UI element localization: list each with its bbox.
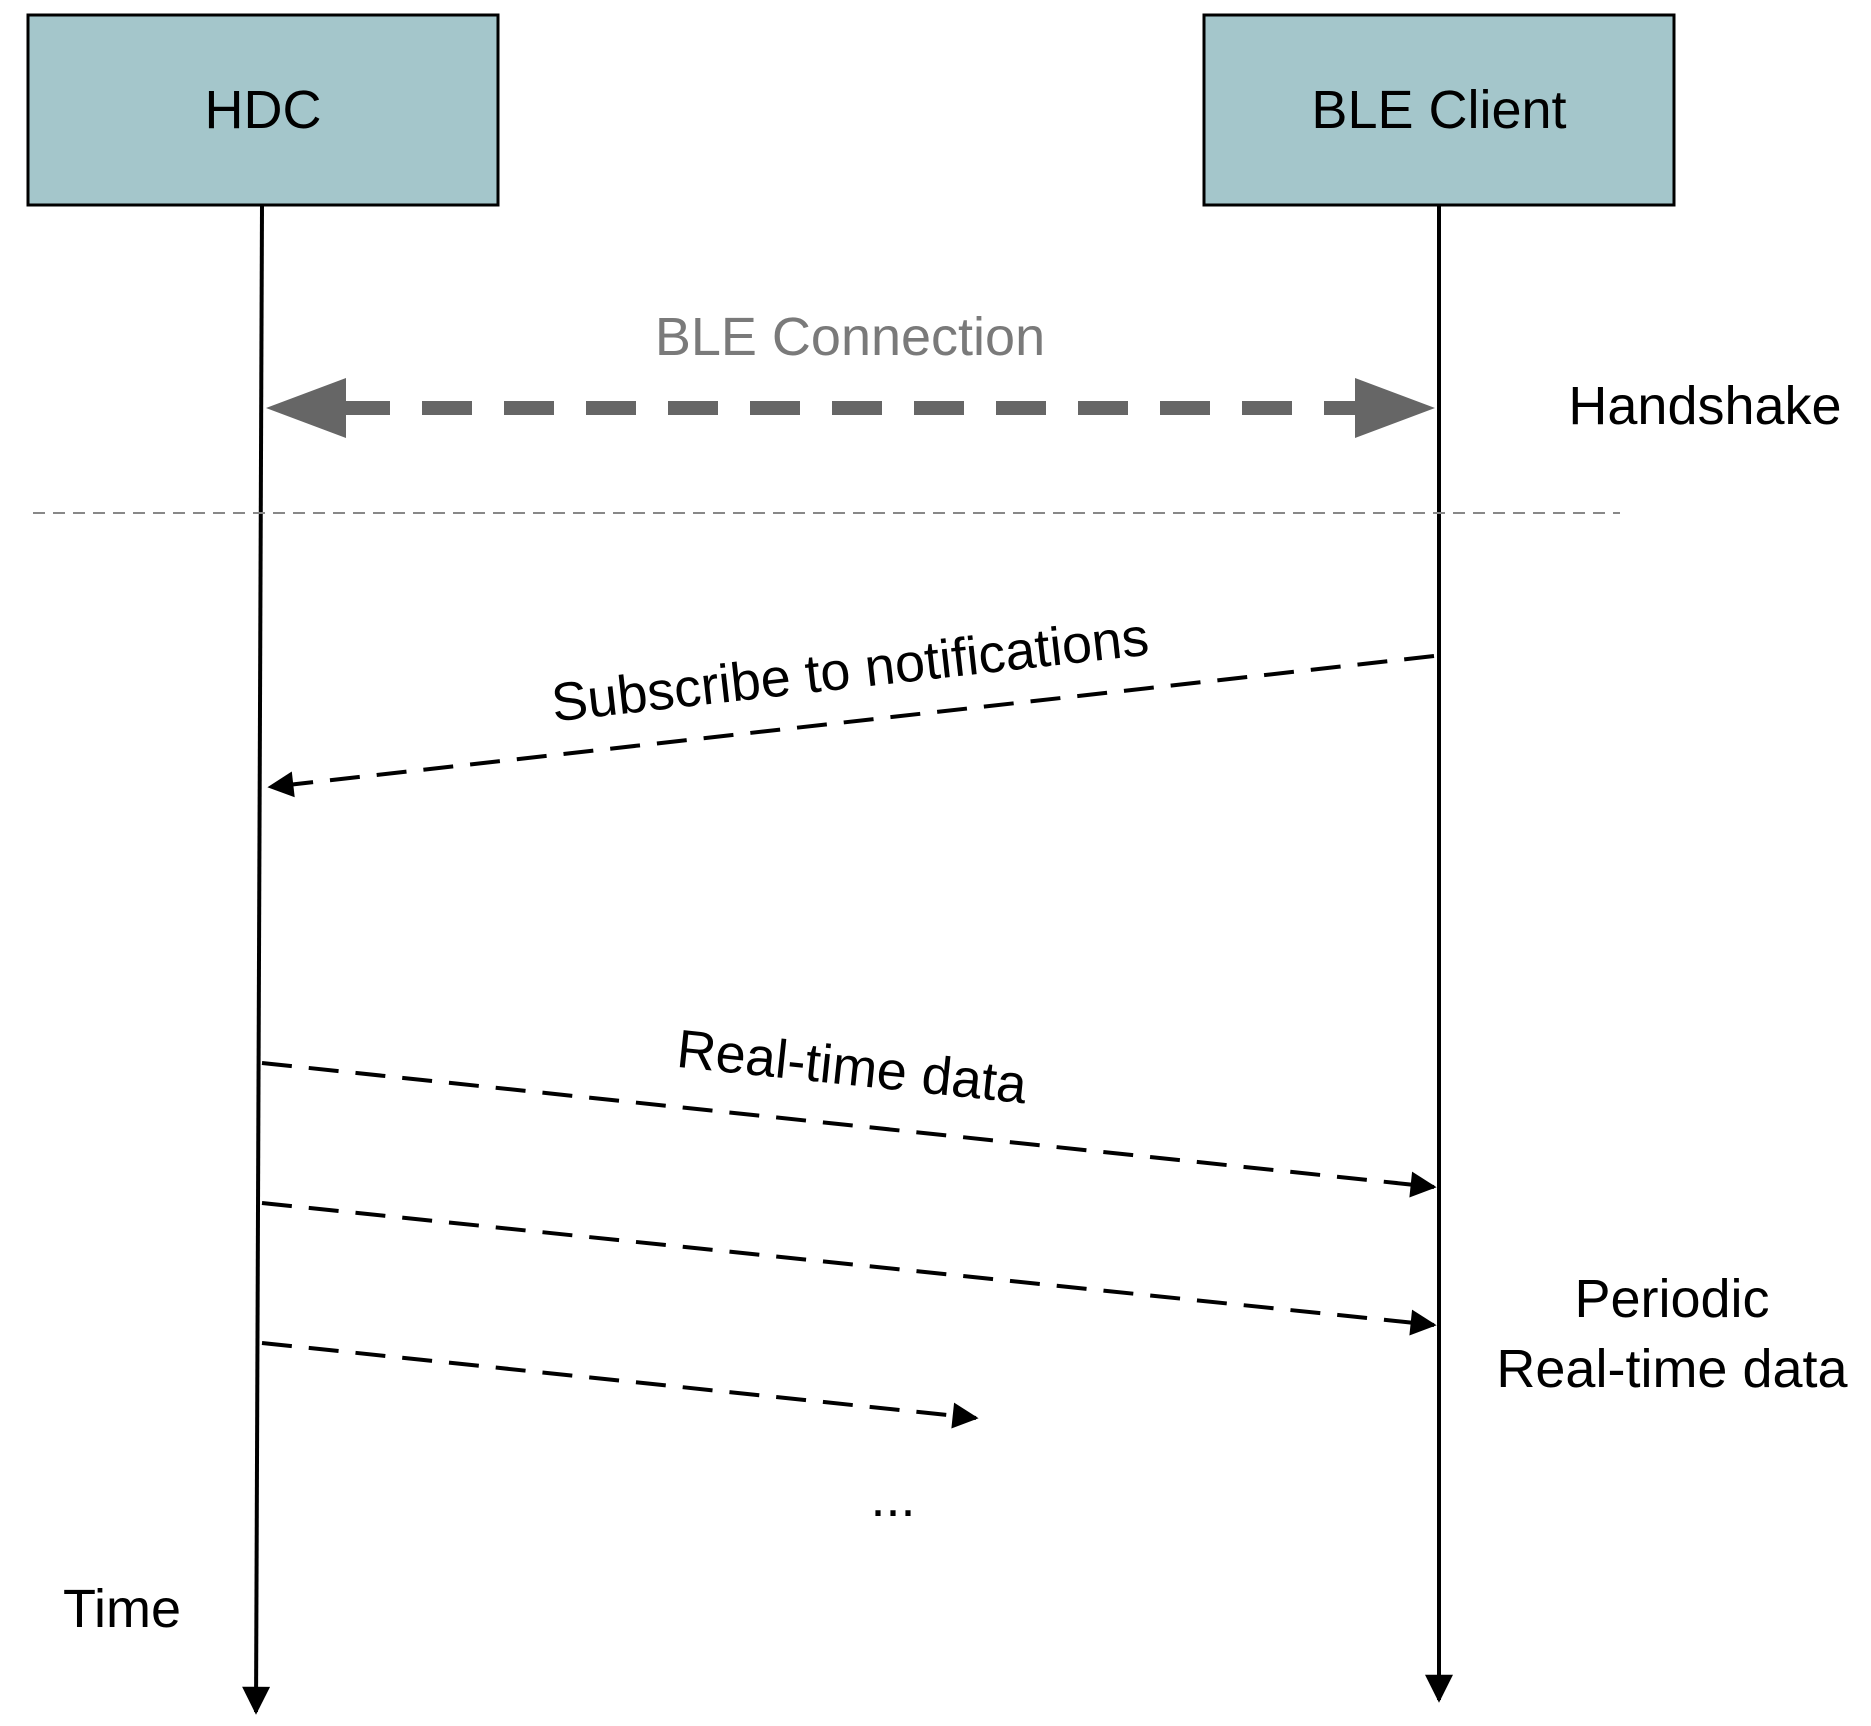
hdc-lifeline [242, 204, 271, 1715]
participant-ble-client: BLE Client [1202, 13, 1676, 207]
subscribe-label: Subscribe to notifications [548, 607, 1151, 734]
participant-ble-client-label: BLE Client [1311, 80, 1566, 140]
ble-connection-message: BLE Connection [266, 307, 1435, 438]
subscribe-arrow [267, 654, 1435, 798]
realtime-arrow-2 [261, 1201, 1437, 1336]
realtime-label: Real-time data [674, 1019, 1030, 1115]
realtime-arrow-1 [261, 1061, 1437, 1198]
participant-ble-client-box [1202, 13, 1676, 207]
realtime-arrow-3 [261, 1341, 979, 1429]
realtime-message-3 [261, 1341, 979, 1429]
ble-connection-label: BLE Connection [655, 307, 1045, 367]
ble-connection-arrowhead-left [266, 378, 346, 438]
participant-hdc-label: HDC [205, 80, 322, 140]
realtime-message-2 [261, 1201, 1437, 1336]
continuation-ellipsis: ... [870, 1468, 915, 1528]
subscribe-message: Subscribe to notifications [267, 607, 1435, 798]
participant-hdc: HDC [26, 13, 500, 207]
time-axis-label: Time [63, 1579, 181, 1639]
periodic-phase-label-line2: Real-time data [1496, 1339, 1848, 1399]
periodic-phase-label-line1: Periodic [1574, 1269, 1769, 1329]
ble-connection-arrowhead-right [1355, 378, 1435, 438]
participant-hdc-box [26, 13, 500, 207]
realtime-message-1: Real-time data [261, 1019, 1437, 1198]
handshake-phase-label: Handshake [1568, 376, 1841, 436]
